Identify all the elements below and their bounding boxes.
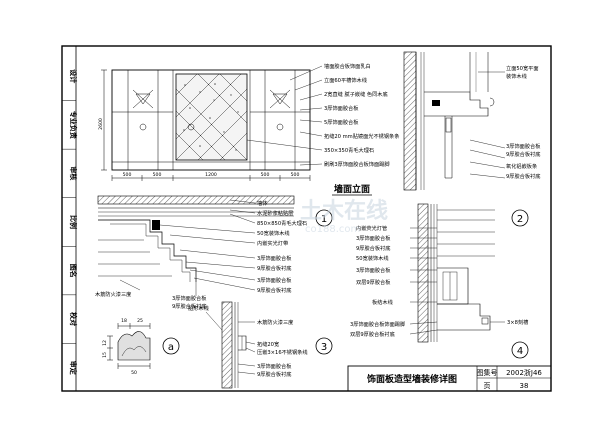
d2-note-5: 氧化铝嵌板条 (506, 162, 537, 170)
d1-note-2: 水泥砂浆粘贴层 (257, 209, 293, 217)
a-dim-1: 18 (121, 318, 127, 324)
wall-elevation: 2600 500 500 1200 500 500 墙面胶合板饰面乳白 立面60… (98, 62, 399, 196)
detail-a: 18 25 50 12 15 a (102, 318, 180, 376)
dim-bottom-4: 500 (261, 172, 270, 178)
dim-bottom-1: 500 (123, 172, 132, 178)
elev-note-6: 拓缝20 mm贴镜面光不锈钢条条 (324, 132, 399, 140)
detail-a-label: a (168, 342, 174, 353)
d1-note-4: 50宽装饰木线 (257, 229, 290, 237)
a-dim-4: 12 (102, 340, 108, 346)
d4-right-note: 3×8刻槽 (507, 318, 528, 326)
d4-note-2: 3厚饰面胶合板 (356, 234, 391, 242)
d1-note-8: 3厚饰面胶合板 (257, 276, 292, 284)
elev-note-5: 5厚饰面胶合板 (324, 118, 359, 126)
side-strip-label: 设计 (69, 69, 78, 83)
detail-2-number: 2 (517, 214, 523, 225)
detail-2: 立面50宽平面 装饰木线 3厚饰面胶合板 9厚胶合板衬底 氧化铝嵌板条 9厚胶合… (403, 51, 541, 227)
a-dim-3: 50 (131, 370, 137, 376)
elev-note-4: 3厚饰面胶合板 (324, 104, 359, 112)
d4-bottom-note-1: 3厚饰面胶合板饰面踢脚 (350, 320, 405, 328)
d4-bottom-note-2: 双层9厚胶合板衬底 (350, 330, 395, 338)
d3-note-1: 木筋防火漆三度 (257, 318, 293, 326)
d1-left-note: 木筋防火漆三度 (95, 290, 131, 298)
side-strip-label: 校对 (69, 312, 78, 326)
page-label: 页 (484, 382, 491, 390)
a-dim-2: 25 (137, 318, 143, 324)
d1-note-7: 9厚胶合板衬底 (257, 264, 291, 272)
elev-note-2: 立面60平槽饰木线 (324, 76, 367, 84)
d1-note-9: 9厚胶合板衬底 (257, 286, 291, 294)
d3-note-5: 9厚胶合板衬底 (257, 370, 291, 378)
atlas-value: 2002浙J46 (506, 368, 542, 377)
marble-panel (175, 73, 248, 161)
elev-note-1: 墙面胶合板饰面乳白 (324, 62, 371, 70)
detail-4-number: 4 (517, 346, 523, 357)
d3-note-4: 3厚饰面胶合板 (257, 362, 292, 370)
atlas-label: 图集号 (477, 368, 498, 377)
d4-note-3: 9厚胶合板衬底 (356, 244, 390, 252)
detail-4: 内嵌荧光灯管 3厚饰面胶合板 9厚胶合板衬底 50宽装饰木线 3厚饰面胶合板 双… (350, 203, 529, 359)
d1-bottom-note-1: 3厚饰面胶合板 (172, 294, 207, 302)
d3-left-note: 船形木线 (188, 304, 209, 312)
page-value: 38 (520, 382, 529, 390)
title-block: 饰面板造型墙装修详图 图集号 2002浙J46 页 38 (347, 365, 552, 392)
detail-1-number: 1 (321, 214, 327, 225)
d2-note-3: 3厚饰面胶合板 (506, 142, 541, 150)
watermark-sub: co188.com (305, 224, 360, 235)
elev-note-7: 350×350青毛大理石 (324, 146, 374, 154)
side-strip-label: 专业负责 (69, 111, 78, 139)
d2-note-1: 立面50宽平面 (506, 64, 539, 72)
d1-note-3: 850×850青毛大理石 (257, 219, 307, 227)
d2-note-4: 9厚胶合板衬底 (506, 150, 540, 158)
d1-note-6: 3厚饰面胶合板 (257, 254, 292, 262)
side-strip-label: 审核 (69, 166, 78, 180)
d4-note-6: 双层9厚胶合板 (356, 278, 391, 286)
d1-bottom-note-2: 9厚胶合板衬底 (172, 302, 206, 310)
elev-note-8: 刷刷3厚饰面胶合板饰面踢脚 (324, 160, 390, 168)
side-strip-label: 审定 (69, 361, 78, 375)
a-dim-5: 15 (102, 352, 108, 358)
wall-lamp-right (269, 89, 291, 109)
d3-note-2: 拓缝20宽 (257, 340, 279, 348)
elev-note-3: 2宽直缝 腻子嵌缝 色同木底 (324, 90, 388, 98)
watermark: 土木在线 co188.com (300, 198, 388, 235)
dim-bottom-2: 500 (153, 172, 162, 178)
detail-1: 墙体 水泥砂浆粘贴层 850×850青毛大理石 50宽装饰木线 内嵌实光灯带 3… (95, 195, 333, 310)
wall-lamp-left (132, 89, 154, 109)
dim-height: 2600 (98, 118, 104, 130)
d4-note-5: 3厚饰面胶合板 (356, 266, 391, 274)
detail-3: 木筋防火漆三度 拓缝20宽 压嵌3×16不锈钢条线 3厚饰面胶合板 9厚胶合板衬… (188, 301, 333, 389)
side-strip-label: 图名 (69, 264, 78, 278)
watermark-text: 土木在线 (300, 198, 388, 224)
d4-note-4: 50宽装饰木线 (356, 254, 389, 262)
d3-note-3: 压嵌3×16不锈钢条线 (257, 348, 308, 356)
d2-note-2: 装饰木线 (506, 72, 527, 80)
d1-note-1: 墙体 (257, 199, 268, 207)
d4-left-note: 板结木线 (372, 298, 393, 306)
dim-bottom-5: 500 (291, 172, 300, 178)
elevation-title: 墙面立面 (334, 183, 370, 195)
d4-note-1: 内嵌荧光灯管 (356, 224, 387, 232)
drawing-title: 饰面板造型墙装修详图 (366, 373, 457, 385)
dim-bottom-3: 1200 (205, 172, 217, 178)
d2-note-6: 9厚胶合板衬底 (506, 172, 540, 180)
d1-note-5: 内嵌实光灯带 (257, 239, 288, 247)
detail-3-number: 3 (321, 342, 327, 353)
side-strip-label: 比例 (69, 215, 78, 229)
